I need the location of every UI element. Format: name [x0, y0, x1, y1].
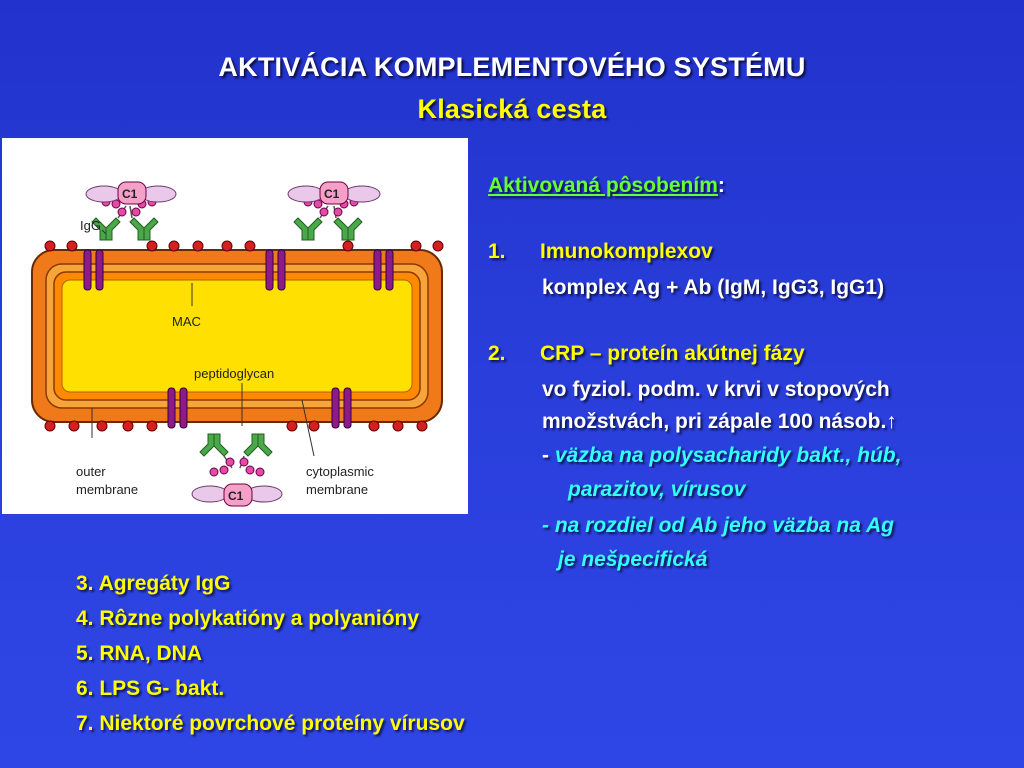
slide-subtitle: Klasická cesta: [417, 94, 607, 124]
up-arrow-icon: ↑: [886, 410, 897, 433]
bullet-1-line-1: - väzba na polysacharidy bakt., húb,: [542, 444, 1024, 468]
outer-membrane-label-1: outer: [76, 464, 106, 479]
mac-label: MAC: [172, 314, 201, 329]
item-1-number: 1.: [488, 240, 506, 263]
activation-heading-colon: :: [717, 174, 725, 197]
bacterial-cell-diagram: C1 C1: [2, 138, 468, 514]
bullet-1-line-2: parazitov, vírusov: [568, 478, 746, 501]
list-item-5: 5. RNA, DNA: [76, 642, 203, 665]
item-1-detail: komplex Ag + Ab (IgM, IgG3, IgG1): [542, 276, 885, 299]
slide-title: AKTIVÁCIA KOMPLEMENTOVÉHO SYSTÉMU: [218, 52, 806, 82]
item-2-title: CRP – proteín akútnej fázy: [540, 342, 805, 365]
mac-channels-top: [83, 249, 394, 291]
antigen-dots-top: [44, 240, 444, 252]
peptidoglycan-label: peptidoglycan: [194, 366, 274, 381]
activation-heading: Aktivovaná pôsobením:: [488, 174, 725, 198]
bullet-1-text: väzba na polysacharidy bakt., húb,: [549, 444, 902, 467]
c1-label-bottom: C1: [228, 489, 244, 503]
antigen-dots-bottom: [44, 420, 428, 432]
c1-label-left: C1: [122, 187, 138, 201]
cytoplasmic-membrane-label-1: cytoplasmic: [306, 464, 374, 479]
bullet-2-line-1: - na rozdiel od Ab jeho väzba na Ag: [542, 514, 894, 537]
c1-complex-bottom: C1: [191, 433, 283, 507]
item-2-line-2: množstvách, pri zápale 100 násob.↑: [542, 410, 897, 434]
c1-complex-right: C1: [287, 181, 381, 241]
list-item-3: 3. Agregáty IgG: [76, 572, 231, 595]
item-2-line-1: vo fyziol. podm. v krvi v stopových: [542, 378, 890, 401]
cytoplasmic-membrane-label-2: membrane: [306, 482, 368, 497]
item-2-line-2-text: množstvách, pri zápale 100 násob.: [542, 410, 887, 433]
mac-channels-bottom: [167, 387, 352, 429]
outer-membrane-label-2: membrane: [76, 482, 138, 497]
c1-complex-left: C1: [85, 181, 177, 241]
bullet-2-line-2: je nešpecifická: [558, 548, 708, 571]
list-item-6: 6. LPS G- bakt.: [76, 677, 225, 700]
item-1-title: Imunokomplexov: [540, 240, 713, 263]
list-item-4: 4. Rôzne polykatióny a polyanióny: [76, 607, 420, 630]
item-2-number: 2.: [488, 342, 506, 365]
list-item-7: 7. Niektoré povrchové proteíny vírusov: [76, 712, 465, 735]
bullet-1-dash: -: [542, 444, 549, 467]
activation-heading-text: Aktivovaná pôsobením: [488, 174, 718, 197]
cytoplasm: [61, 279, 413, 393]
igg-label: IgG: [80, 218, 101, 233]
c1-label-right: C1: [324, 187, 340, 201]
